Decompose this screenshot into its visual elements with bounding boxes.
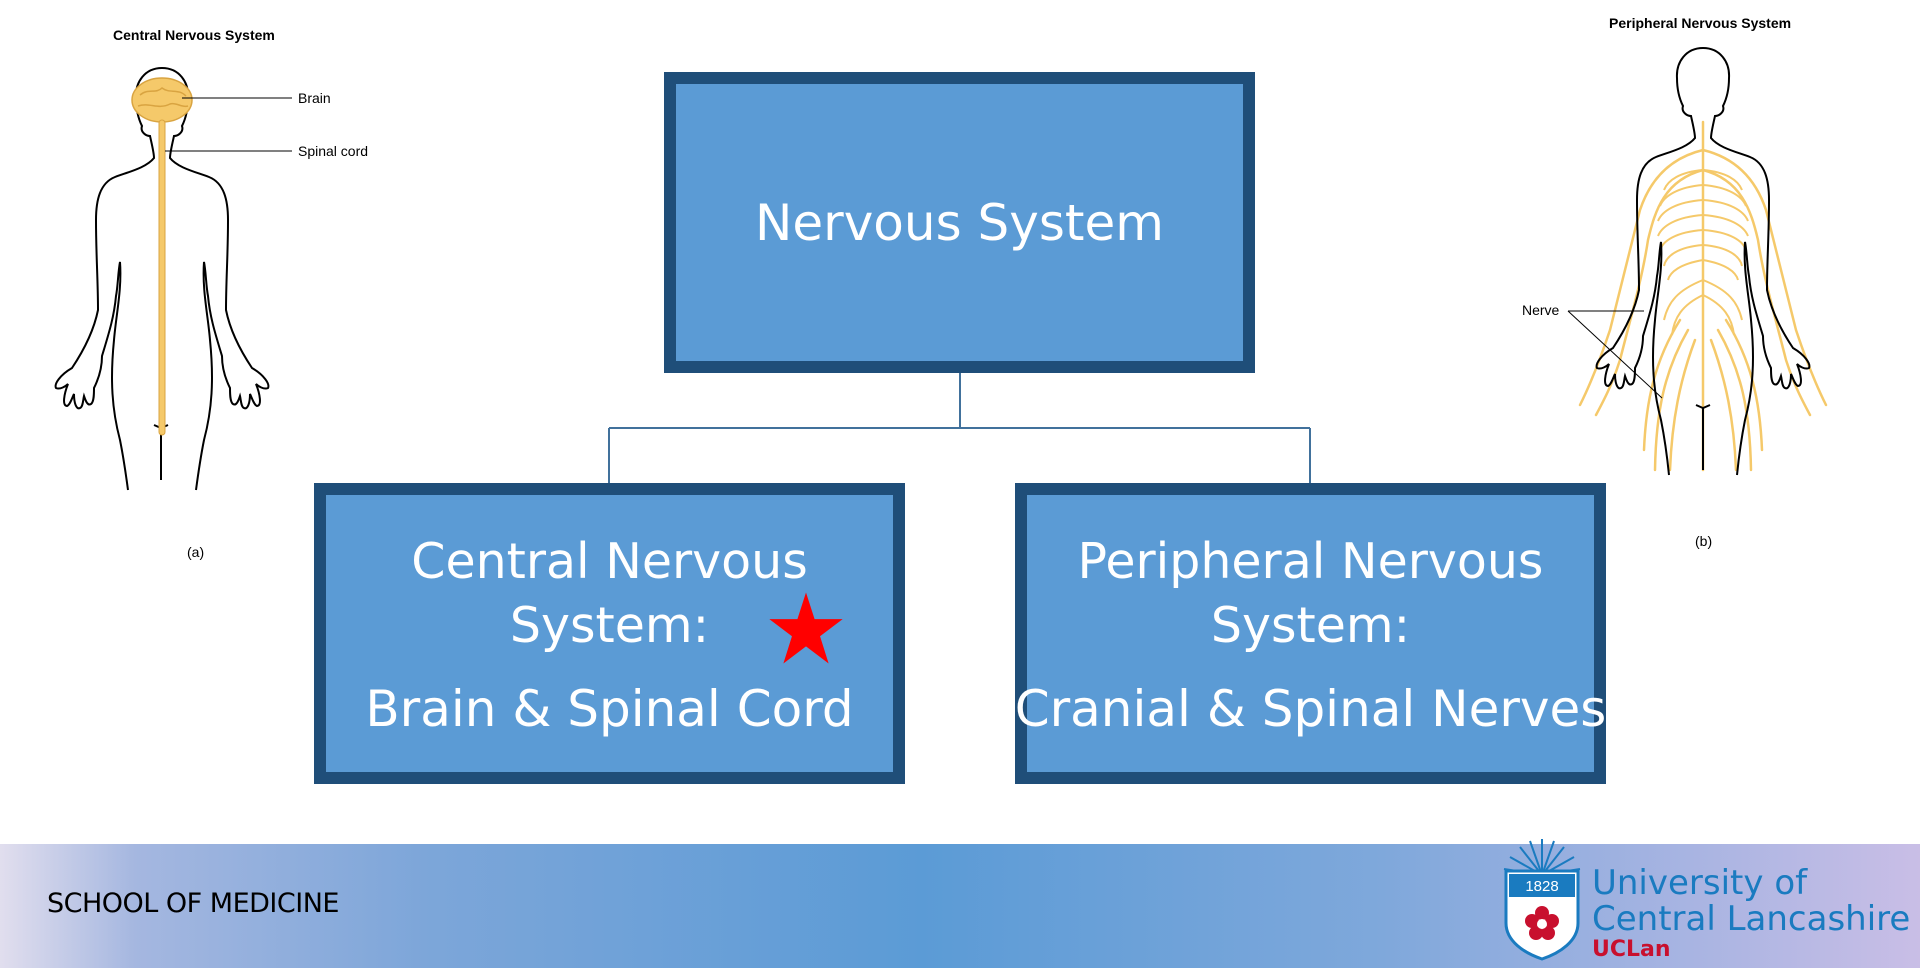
node-nervous-system-title: Nervous System — [755, 193, 1164, 252]
school-name: SCHOOL OF MEDICINE — [47, 888, 339, 919]
university-short-name: UCLan — [1592, 937, 1671, 962]
university-name: University of Central Lancashire — [1592, 865, 1910, 937]
university-name-line1: University of — [1592, 863, 1808, 903]
brain-label: Brain — [298, 90, 331, 106]
cns-figure-title: Central Nervous System — [113, 27, 275, 43]
crest-year: 1828 — [1525, 878, 1558, 895]
footer-banner — [0, 844, 1920, 968]
pns-figure-caption: (b) — [1695, 533, 1713, 549]
node-pns-title: Peripheral Nervous System: — [1077, 532, 1544, 654]
spinal-cord-label: Spinal cord — [298, 143, 369, 159]
uclan-crest-icon: 1828 — [1503, 839, 1581, 961]
pns-figure-title: Peripheral Nervous System — [1609, 15, 1792, 31]
node-nervous-system: Nervous System — [664, 72, 1255, 373]
nerve-label: Nerve — [1522, 302, 1560, 318]
cns-body-illustration — [54, 67, 292, 491]
node-cns-subtitle: Brain & Spinal Cord — [365, 679, 854, 738]
node-pns-subtitle: Cranial & Spinal Nerves — [1014, 679, 1607, 738]
node-peripheral-nervous-system: Peripheral Nervous System: Cranial & Spi… — [1015, 483, 1606, 784]
node-central-nervous-system: Central Nervous System: Brain & Spinal C… — [314, 483, 905, 784]
node-cns-title: Central Nervous System: — [411, 532, 808, 654]
university-name-line2: Central Lancashire — [1592, 899, 1911, 939]
cns-figure-caption: (a) — [187, 544, 205, 560]
star-icon — [769, 592, 843, 664]
pns-body-illustration — [1567, 47, 1828, 476]
